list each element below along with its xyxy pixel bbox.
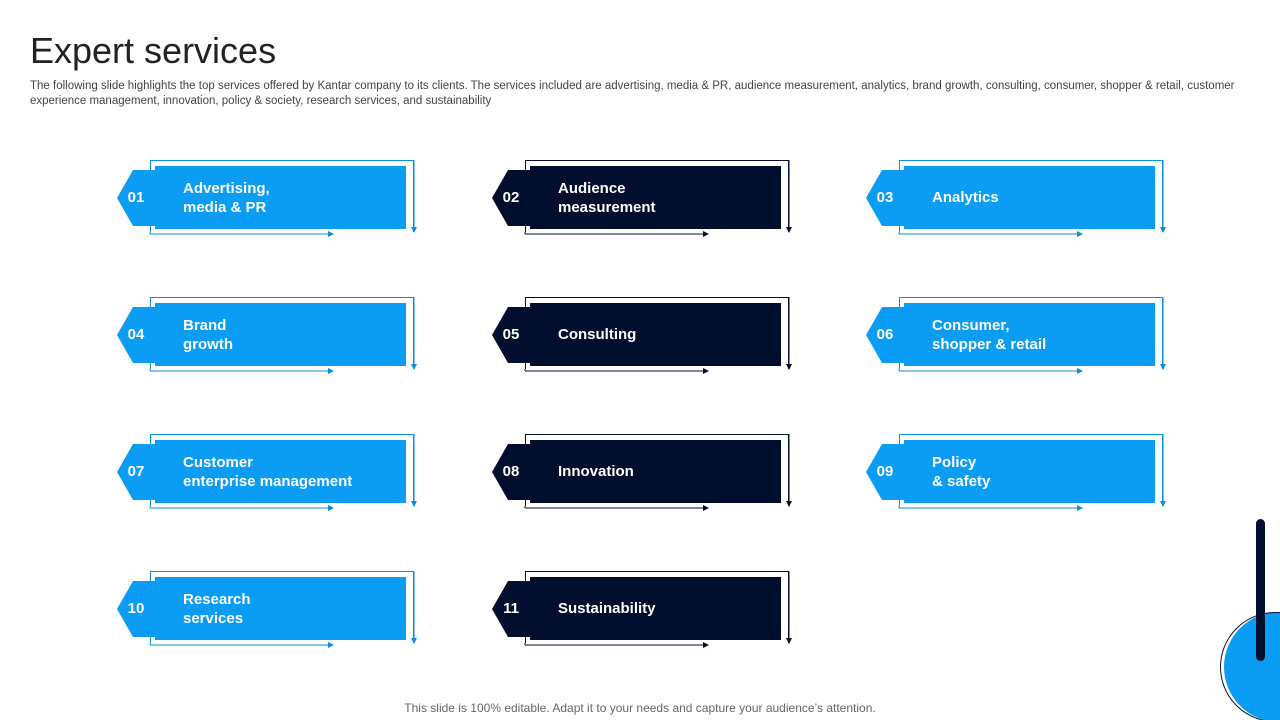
card-arrows bbox=[524, 297, 792, 374]
service-number: 11 bbox=[503, 600, 519, 617]
card-arrows bbox=[149, 434, 417, 511]
service-label: Brand growth bbox=[183, 316, 233, 353]
service-card: 03 Analytics bbox=[749, 160, 1166, 240]
slide-title: Expert services bbox=[30, 30, 277, 71]
card-box bbox=[904, 440, 1155, 503]
card-arrows bbox=[524, 160, 792, 237]
card-box bbox=[904, 166, 1155, 229]
service-card: 05 Consulting bbox=[375, 297, 792, 377]
decorative-bar bbox=[1256, 519, 1265, 661]
service-card: 09 Policy & safety bbox=[749, 434, 1166, 514]
service-number: 08 bbox=[502, 463, 520, 480]
service-label: Consulting bbox=[558, 326, 637, 343]
service-card: 02 Audience measurement bbox=[375, 160, 792, 240]
service-number: 06 bbox=[876, 326, 894, 343]
service-number: 01 bbox=[127, 189, 145, 206]
card-box bbox=[530, 577, 781, 640]
service-number: 02 bbox=[502, 189, 520, 206]
card-arrows bbox=[898, 297, 1166, 374]
card-box bbox=[904, 303, 1155, 366]
service-card: 08 Innovation bbox=[375, 434, 792, 514]
service-label: Research services bbox=[183, 590, 251, 627]
card-arrows bbox=[524, 434, 792, 511]
slide-footer: This slide is 100% editable. Adapt it to… bbox=[404, 701, 876, 715]
service-label: Consumer, shopper & retail bbox=[932, 316, 1047, 353]
card-box bbox=[155, 440, 406, 503]
card-arrows bbox=[149, 571, 417, 648]
service-label: Innovation bbox=[558, 463, 634, 480]
service-card: 04 Brand growth bbox=[0, 297, 417, 377]
service-number: 05 bbox=[502, 326, 520, 343]
slide-subtitle: The following slide highlights the top s… bbox=[30, 80, 1235, 107]
card-box bbox=[530, 440, 781, 503]
card-box bbox=[530, 303, 781, 366]
service-number: 07 bbox=[127, 463, 145, 480]
service-label: Analytics bbox=[932, 189, 999, 206]
service-number: 04 bbox=[127, 326, 145, 343]
service-label: Audience measurement bbox=[558, 179, 656, 216]
service-label: Customer enterprise management bbox=[183, 453, 353, 490]
card-box bbox=[155, 166, 406, 229]
card-box bbox=[155, 303, 406, 366]
card-arrows bbox=[149, 297, 417, 374]
card-arrows bbox=[898, 434, 1166, 511]
service-card: 10 Research services bbox=[0, 571, 417, 651]
service-card: 06 Consumer, shopper & retail bbox=[749, 297, 1166, 377]
service-card: 11 Sustainability bbox=[375, 571, 792, 651]
decorative-ring bbox=[1220, 612, 1280, 720]
service-number: 03 bbox=[876, 189, 894, 206]
service-card: 01 Advertising, media & PR bbox=[0, 160, 417, 240]
card-box bbox=[530, 166, 781, 229]
service-number: 09 bbox=[876, 463, 894, 480]
service-label: Sustainability bbox=[558, 600, 656, 617]
service-number: 10 bbox=[127, 600, 145, 617]
card-arrows bbox=[149, 160, 417, 237]
card-arrows bbox=[524, 571, 792, 648]
service-card: 07 Customer enterprise management bbox=[0, 434, 417, 514]
service-label: Policy & safety bbox=[932, 453, 991, 490]
corner-decoration bbox=[1218, 512, 1280, 720]
card-arrows bbox=[898, 160, 1166, 237]
card-box bbox=[155, 577, 406, 640]
service-label: Advertising, media & PR bbox=[183, 179, 270, 216]
